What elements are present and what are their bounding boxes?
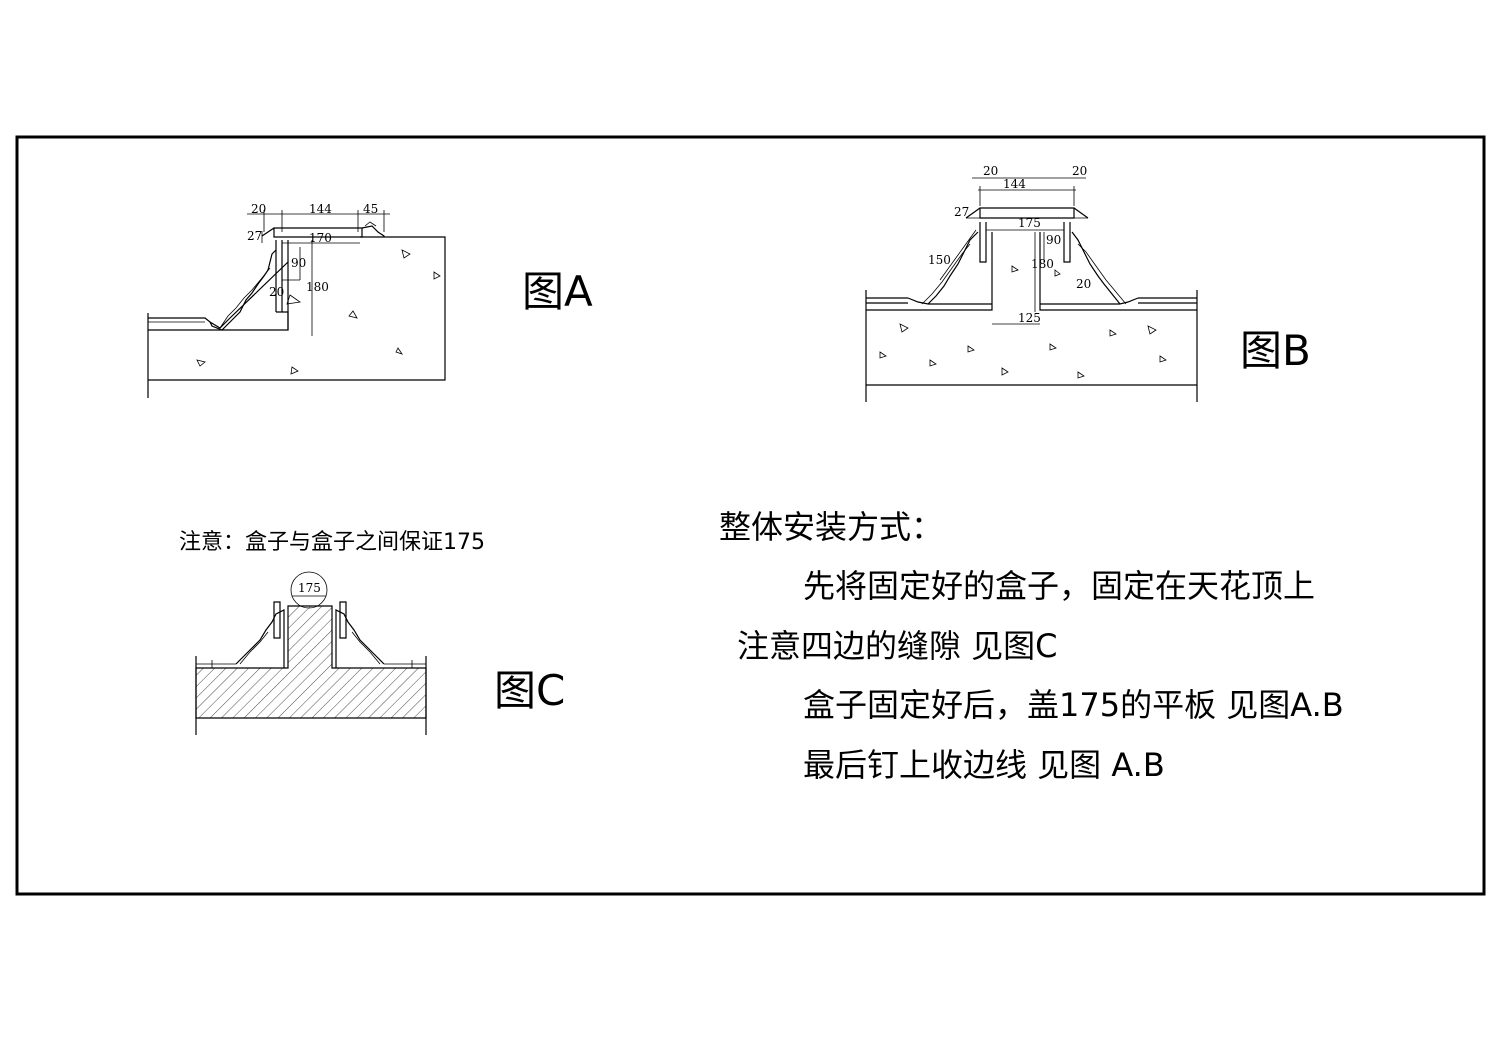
figure-a-label: 图A (522, 267, 593, 316)
fig-b-dim-20-low: 20 (1076, 277, 1091, 291)
fig-b-dim-125: 125 (1018, 311, 1041, 325)
fig-b-dim-27: 27 (954, 205, 969, 219)
instructions-title: 整体安装方式： (719, 508, 943, 546)
fig-b-dim-20-left: 20 (983, 164, 998, 178)
figure-b-drawing (865, 177, 1198, 402)
instruction-line: 注意四边的缝隙 见图C (737, 627, 1058, 665)
fig-c-dim-175: 175 (298, 581, 321, 595)
instruction-line: 先将固定好的盒子，固定在天花顶上 (803, 567, 1315, 605)
fig-a-dim-45: 45 (363, 202, 378, 216)
figure-b-label: 图B (1240, 326, 1311, 375)
fig-b-dim-90: 90 (1046, 233, 1061, 247)
figure-c-note: 注意：盒子与盒子之间保证175 (179, 530, 485, 555)
figure-c-label: 图C (494, 666, 565, 715)
fig-b-dim-20-right: 20 (1072, 164, 1087, 178)
figure-c-drawing (195, 571, 427, 735)
instruction-line: 最后钉上收边线 见图 A.B (803, 746, 1165, 784)
figure-a-drawing (147, 210, 446, 398)
fig-a-dim-20-top: 20 (251, 202, 266, 216)
fig-b-dim-175: 175 (1018, 216, 1041, 230)
instruction-line: 盒子固定好后，盖175的平板 见图A.B (803, 686, 1344, 724)
fig-a-dim-170: 170 (309, 231, 332, 245)
fig-a-dim-20-bottom: 20 (269, 285, 284, 299)
fig-b-dim-150: 150 (928, 253, 951, 267)
fig-a-dim-27: 27 (247, 229, 262, 243)
fig-b-dim-180: 180 (1031, 257, 1054, 271)
sheet-border (15, 135, 1486, 896)
fig-a-dim-180: 180 (306, 280, 329, 294)
fig-a-dim-144: 144 (309, 202, 332, 216)
fig-b-dim-144: 144 (1003, 177, 1026, 191)
fig-a-dim-90: 90 (291, 256, 306, 270)
